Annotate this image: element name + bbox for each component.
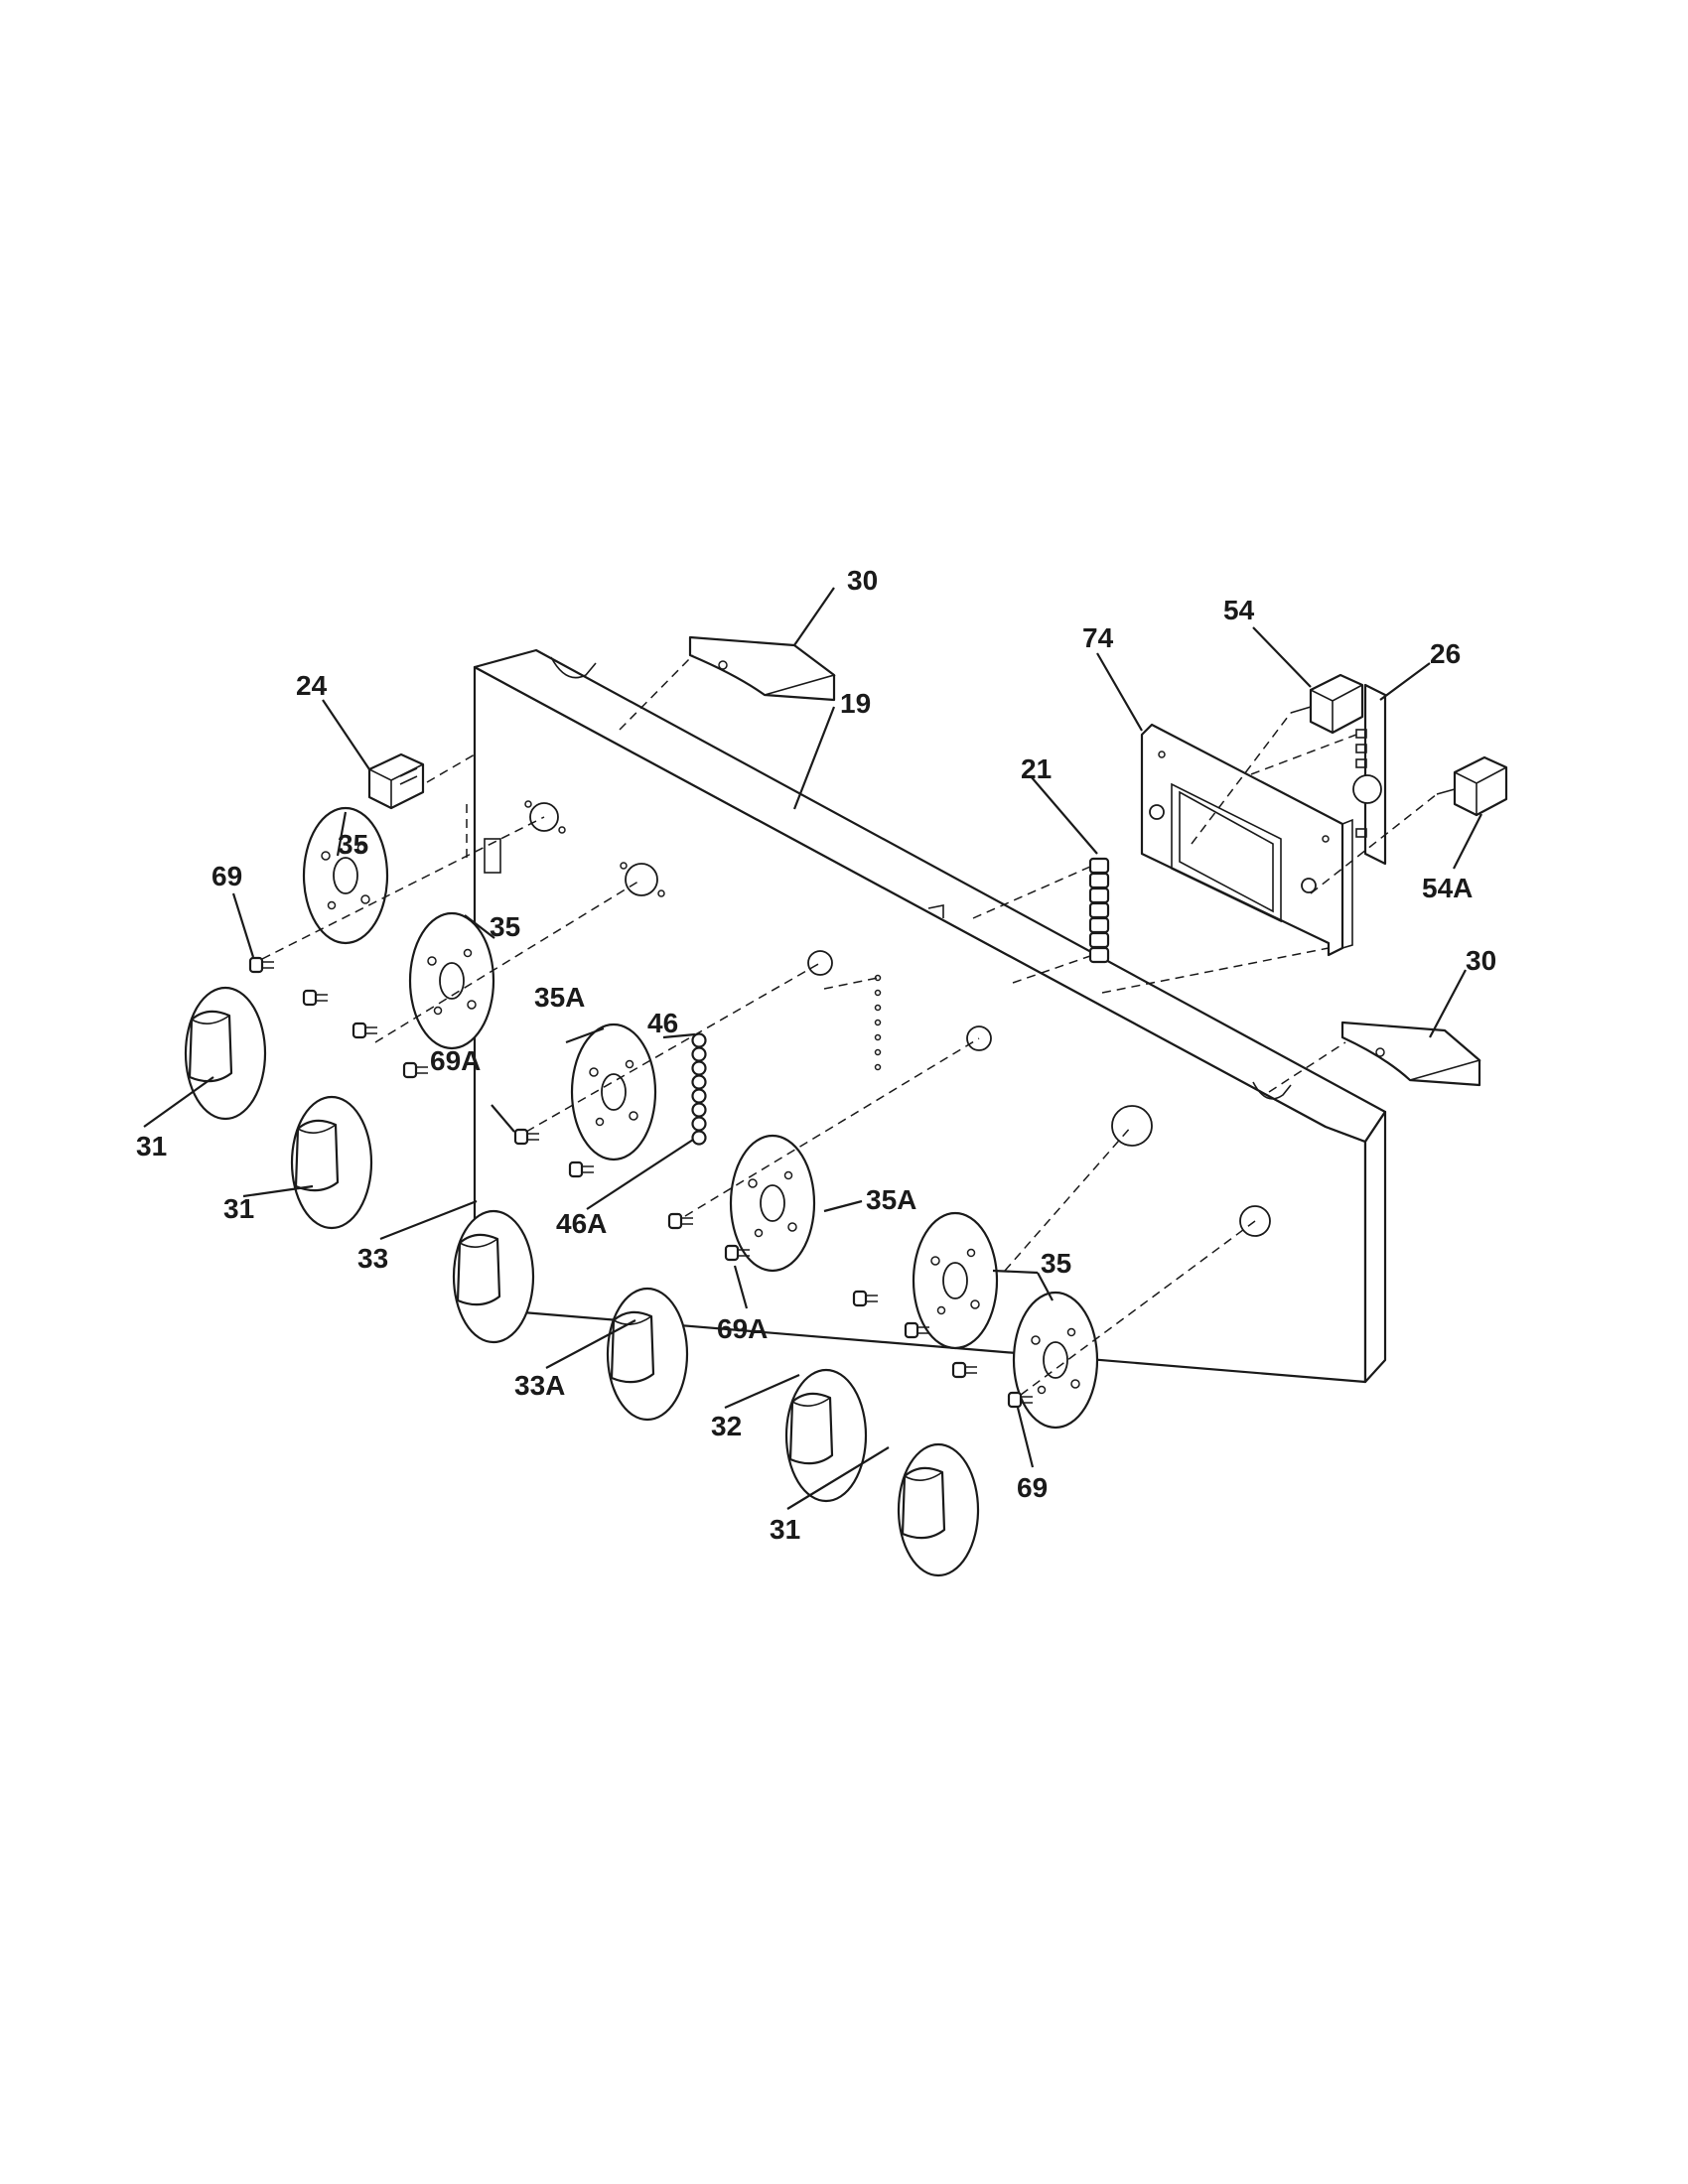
screw-69-left <box>248 956 276 974</box>
callout-69-right: 69 <box>1017 1472 1048 1503</box>
knob-33 <box>452 1209 535 1344</box>
callout-54: 54 <box>1223 595 1255 625</box>
indicator-stack-46 <box>691 1032 707 1146</box>
knob-31-bottom <box>897 1442 980 1577</box>
callout-69a-lower: 69A <box>717 1313 768 1344</box>
callout-31-left-upper: 31 <box>136 1131 167 1161</box>
bezel-35-left-lower <box>408 911 495 1050</box>
callout-35-left-upper: 35 <box>338 829 368 860</box>
callout-35-left-lower: 35 <box>490 911 520 942</box>
callout-30-right: 30 <box>1466 945 1496 976</box>
callout-24: 24 <box>296 670 328 701</box>
callout-labels: 30 19 21 24 26 74 54 54A 30 69 35 35 35A… <box>136 565 1496 1545</box>
signal-lights-21 <box>1088 857 1110 964</box>
callout-35a-upper: 35A <box>534 982 585 1013</box>
leader-lines <box>143 587 1482 1510</box>
end-bracket-30-top <box>688 635 836 702</box>
assembly-lines <box>261 654 1438 1396</box>
knob-33a <box>606 1287 689 1422</box>
callout-31-left-lower: 31 <box>223 1193 254 1224</box>
callout-21: 21 <box>1021 753 1052 784</box>
knob-32 <box>784 1368 868 1503</box>
callout-19: 19 <box>840 688 871 719</box>
callout-46a: 46A <box>556 1208 607 1239</box>
bezel-35-right-lower <box>1012 1291 1099 1430</box>
control-board-26 <box>1352 683 1387 866</box>
switch-54a <box>1436 755 1508 817</box>
rocker-switch-24 <box>367 752 425 810</box>
switch-54 <box>1290 673 1364 735</box>
screw-left-a <box>302 989 330 1007</box>
callout-33: 33 <box>357 1243 388 1274</box>
callout-69-left: 69 <box>211 861 242 891</box>
callout-69a-upper: 69A <box>430 1045 481 1076</box>
callout-30-top: 30 <box>847 565 878 596</box>
knob-31-left-lower <box>290 1095 373 1230</box>
callout-35-right: 35 <box>1041 1248 1071 1279</box>
callout-35a-lower: 35A <box>866 1184 916 1215</box>
mounting-bracket-74 <box>1140 723 1353 957</box>
bezel-35a-upper <box>570 1023 657 1161</box>
knob-31-left-upper <box>184 986 267 1121</box>
screw-left-b <box>352 1022 379 1039</box>
screw-right-c <box>951 1361 979 1379</box>
callout-46: 46 <box>647 1008 678 1038</box>
callout-26: 26 <box>1430 638 1461 669</box>
callout-74: 74 <box>1082 622 1114 653</box>
callout-33a: 33A <box>514 1370 565 1401</box>
callout-54a: 54A <box>1422 873 1473 903</box>
end-bracket-30-right <box>1340 1021 1481 1087</box>
control-panel-19 <box>473 648 1387 1384</box>
callout-32: 32 <box>711 1411 742 1441</box>
screw-left-c <box>402 1061 430 1079</box>
callout-31-bottom: 31 <box>770 1514 800 1545</box>
